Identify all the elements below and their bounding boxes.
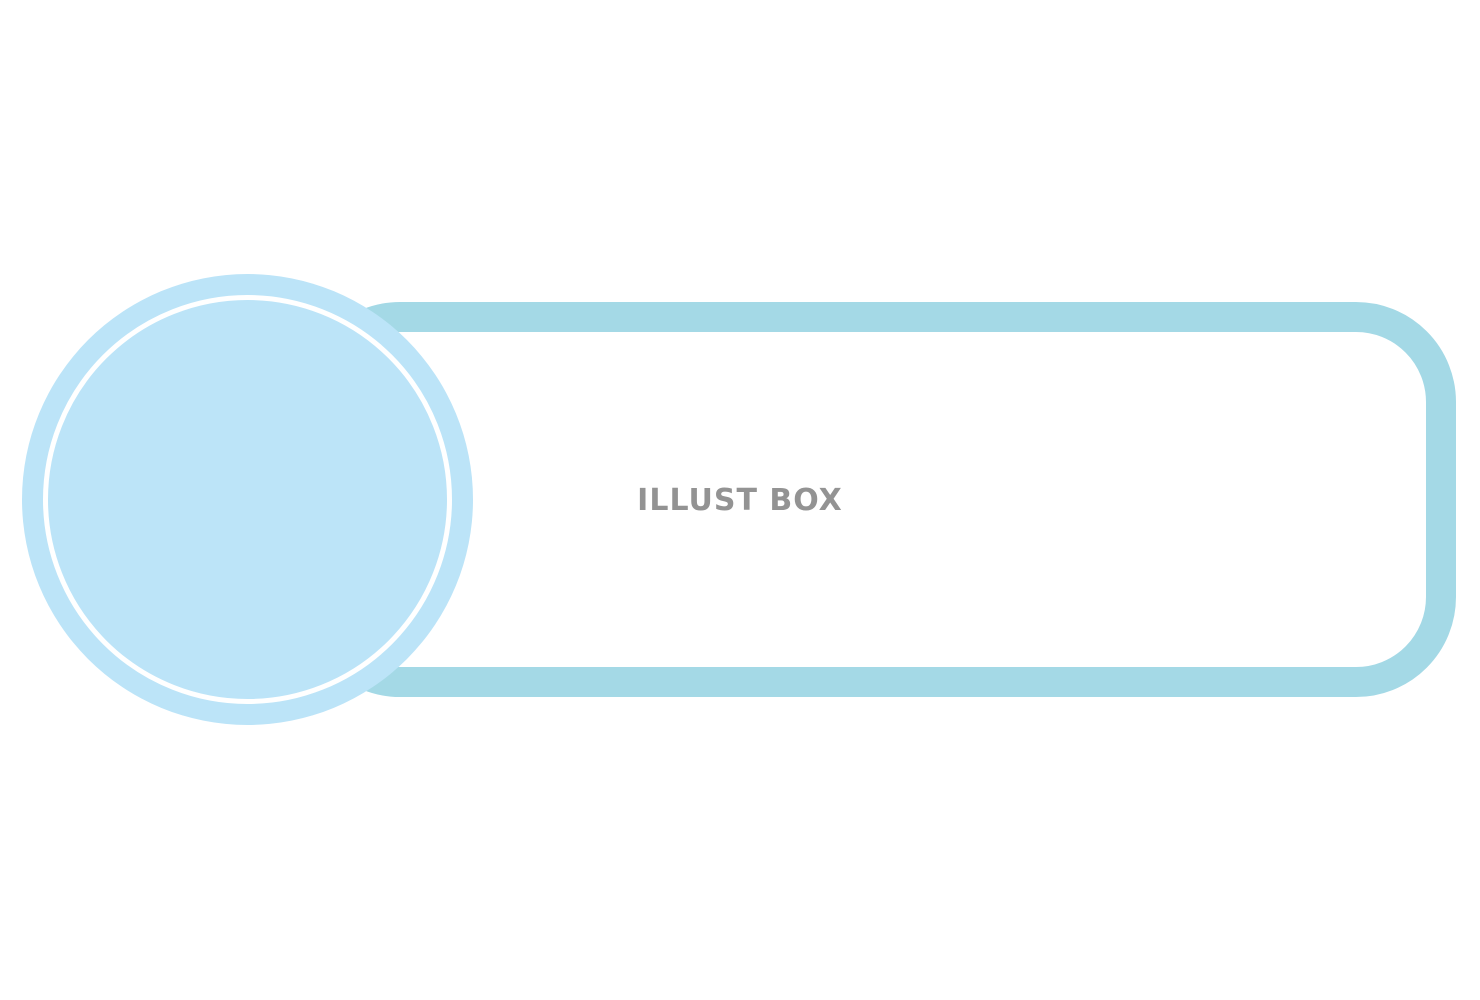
watermark-text: ILLUST BOX: [637, 483, 843, 518]
circle-badge: [22, 274, 473, 725]
circle-badge-inner-ring: [43, 295, 452, 704]
